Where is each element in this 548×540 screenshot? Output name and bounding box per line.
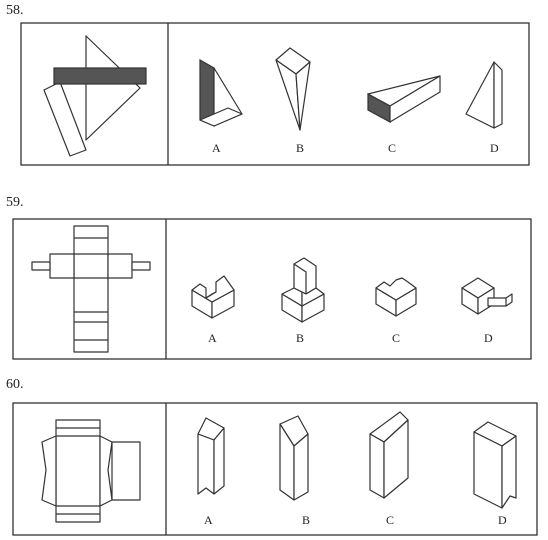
option-d-edge bbox=[493, 61, 503, 129]
option-c-top bbox=[375, 277, 417, 301]
option-b-top bbox=[301, 287, 325, 307]
option-b-label: B bbox=[296, 141, 304, 155]
question-58-option-a[interactable]: A bbox=[199, 58, 243, 155]
triangle-piece bbox=[85, 35, 141, 141]
option-c-side bbox=[383, 419, 409, 499]
question-59-panel: A B C D bbox=[12, 218, 532, 360]
question-58-number: 58. bbox=[6, 3, 24, 18]
question-58-option-b[interactable]: B bbox=[275, 47, 311, 155]
option-d-side bbox=[501, 435, 517, 509]
question-58-panel: A B C D bbox=[20, 22, 530, 166]
net-left-face bbox=[49, 253, 75, 279]
question-58-figure bbox=[43, 35, 147, 157]
question-60-net bbox=[41, 419, 141, 523]
option-a-label: A bbox=[208, 331, 217, 345]
question-60-option-a[interactable]: A bbox=[197, 417, 225, 527]
net-center-strip bbox=[55, 419, 101, 523]
net-right-tab bbox=[131, 261, 151, 271]
net-left-tab bbox=[31, 261, 51, 271]
option-c-label: C bbox=[386, 513, 394, 527]
option-c-label: C bbox=[388, 141, 396, 155]
option-a-label: A bbox=[204, 513, 213, 527]
option-a-label: A bbox=[212, 141, 221, 155]
question-59-option-d[interactable]: D bbox=[461, 277, 513, 345]
option-b-label: B bbox=[296, 331, 304, 345]
question-60-option-b[interactable]: B bbox=[279, 415, 310, 527]
option-b-side bbox=[295, 61, 311, 131]
question-60-panel: A B C D bbox=[12, 402, 538, 536]
net-left-flap bbox=[41, 435, 57, 507]
shaded-bar-piece bbox=[53, 67, 147, 85]
question-59-number: 59. bbox=[6, 195, 24, 210]
net-right-face bbox=[107, 253, 133, 279]
option-d-label: D bbox=[490, 141, 499, 155]
net-right-flap bbox=[99, 435, 113, 507]
question-59-option-b[interactable]: B bbox=[281, 257, 325, 345]
question-60-frame bbox=[12, 402, 538, 536]
option-d-label: D bbox=[498, 513, 507, 527]
question-60-number: 60. bbox=[6, 377, 24, 392]
option-a-front bbox=[197, 433, 215, 495]
option-b-upright bbox=[293, 257, 317, 295]
question-58-frame bbox=[20, 22, 530, 166]
option-a-side bbox=[213, 427, 225, 495]
option-a-base bbox=[199, 107, 243, 127]
question-58-option-d[interactable]: D bbox=[465, 61, 503, 155]
rotated-bar-piece bbox=[43, 81, 87, 157]
question-59-net bbox=[31, 225, 151, 353]
option-c-label: C bbox=[392, 331, 400, 345]
question-58-option-c[interactable]: C bbox=[367, 75, 441, 155]
option-d-label: D bbox=[484, 331, 493, 345]
question-60-option-c[interactable]: C bbox=[369, 411, 409, 527]
option-a-top bbox=[191, 275, 235, 303]
question-59-frame bbox=[12, 218, 532, 360]
option-d-front bbox=[465, 61, 495, 129]
net-vertical-strip bbox=[73, 225, 109, 353]
question-60-option-d[interactable]: D bbox=[473, 421, 517, 527]
net-side-panel bbox=[111, 441, 141, 501]
option-c-front bbox=[369, 433, 385, 499]
question-59-option-a[interactable]: A bbox=[191, 275, 235, 345]
question-59-option-c[interactable]: C bbox=[375, 277, 417, 345]
option-b-label: B bbox=[302, 513, 310, 527]
option-d-front bbox=[473, 431, 503, 509]
option-b-side bbox=[293, 433, 309, 501]
option-c-side bbox=[389, 75, 441, 123]
